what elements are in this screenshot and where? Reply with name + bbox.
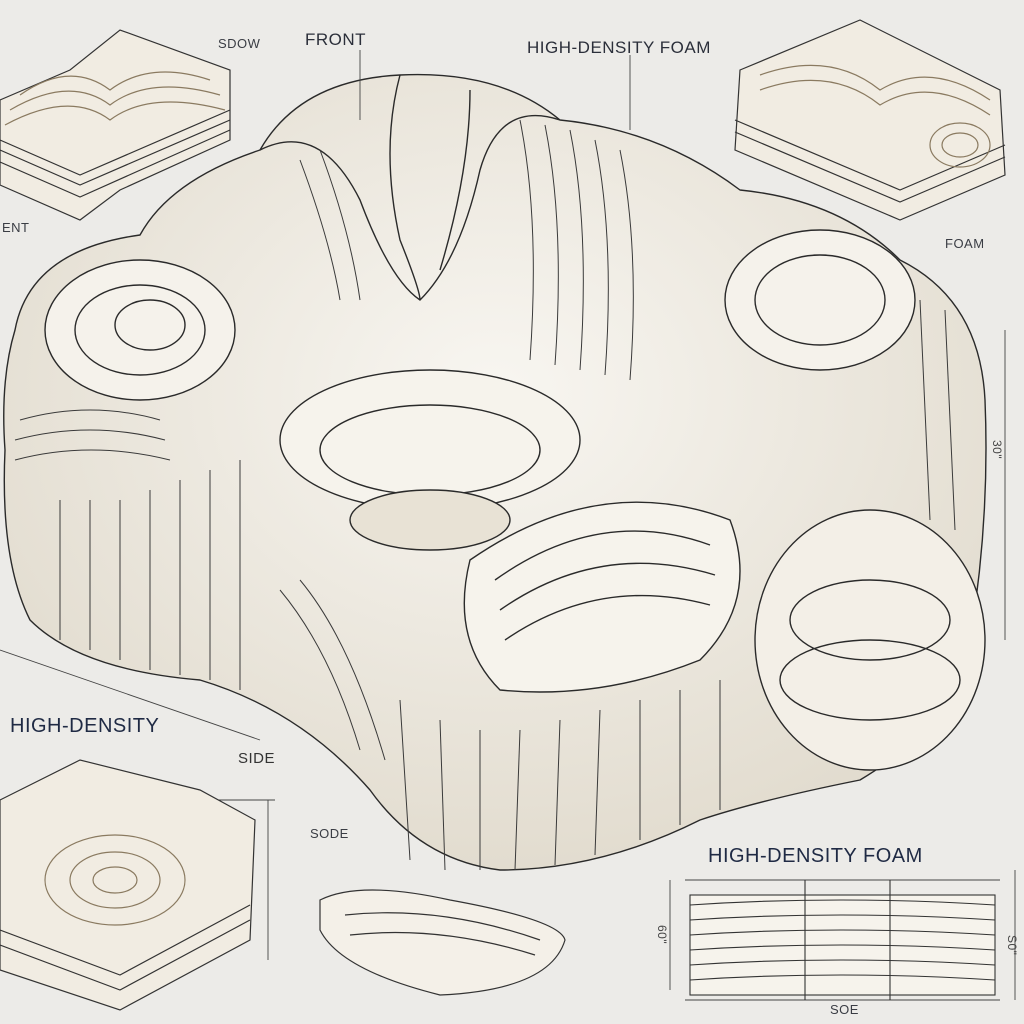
- foam-block-top-right: [734, 19, 1006, 221]
- label-sdow: SDOW: [218, 36, 261, 51]
- sofa-body: [3, 73, 987, 871]
- sofa-contours: [14, 119, 956, 871]
- label-soe-bottom: SOE: [830, 1002, 859, 1017]
- label-ent: ENT: [2, 220, 30, 235]
- foam-block-bottom-left: [0, 759, 256, 1011]
- label-dim-bottom-right: S0": [1005, 935, 1019, 956]
- label-sode: SODE: [310, 826, 349, 841]
- label-high-density-left: HIGH-DENSITY: [10, 715, 160, 737]
- foam-cross-section: [689, 880, 996, 1000]
- label-high-density-foam-bottom: HIGH-DENSITY FOAM: [708, 845, 923, 867]
- dimension-lines: [0, 50, 1016, 1001]
- label-foam-right: FOAM: [945, 236, 985, 251]
- label-dim-seat: 60": [655, 925, 669, 945]
- label-side: SIDE: [238, 750, 276, 767]
- seat-cushion-piece: [319, 889, 566, 996]
- label-high-density-foam-top: HIGH-DENSITY FOAM: [527, 38, 711, 57]
- label-dim-right: 30": [990, 440, 1004, 460]
- label-front: FRONT: [305, 30, 367, 49]
- foam-block-top-left: [0, 29, 231, 221]
